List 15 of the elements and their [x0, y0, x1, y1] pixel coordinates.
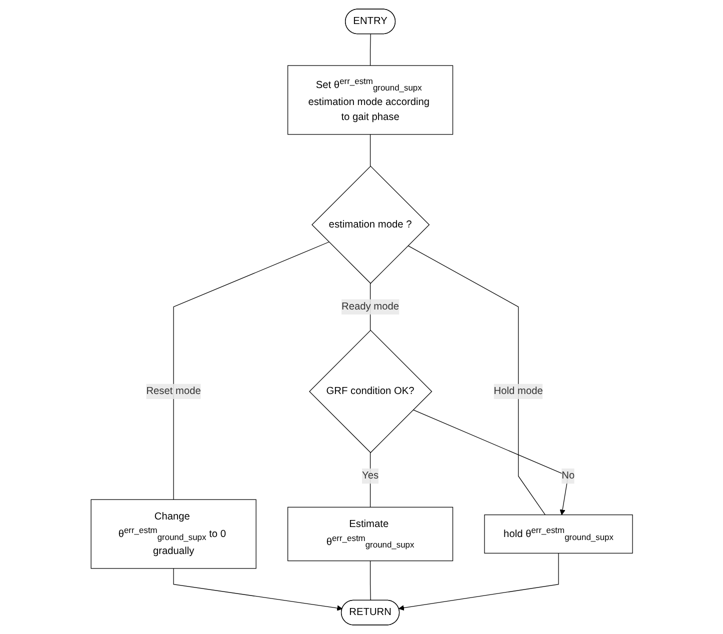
- node-diamond: GRF condition OK?: [308, 330, 432, 454]
- node-diamond: estimation mode ?: [311, 166, 430, 284]
- edge-label: Hold mode: [493, 386, 543, 397]
- connector: [370, 34, 371, 66]
- node-box: Change θ$^{err_estm}$$_{ground_supx}$ to 0 gradually: [90, 499, 256, 569]
- connector: [172, 242, 329, 500]
- arrow: [398, 552, 559, 611]
- arrow: [172, 568, 342, 611]
- edge-label: Yes: [362, 470, 378, 482]
- edge-label: Reset mode: [146, 386, 201, 397]
- connector: [407, 245, 546, 516]
- edge-label: No: [561, 470, 574, 482]
- connector: [370, 560, 371, 601]
- edge-label: Ready mode: [341, 301, 399, 312]
- arrow: [412, 409, 568, 516]
